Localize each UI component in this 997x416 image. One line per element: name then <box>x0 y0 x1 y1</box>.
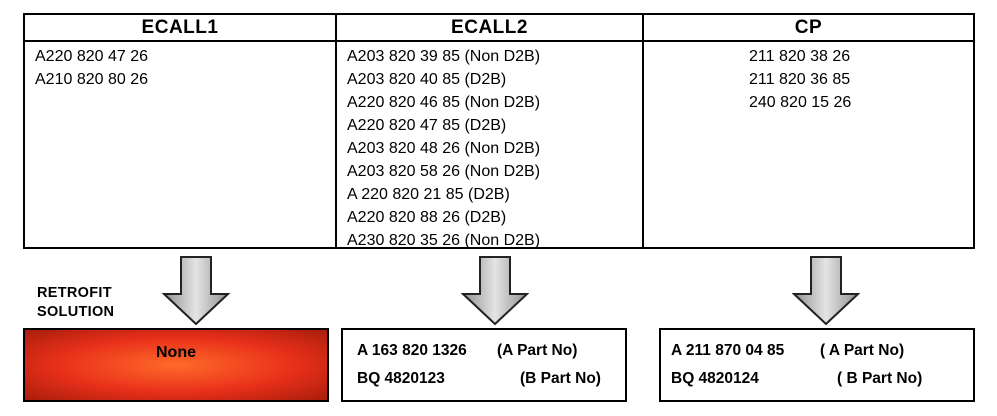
solution-part-a: A 163 820 1326 <box>357 342 467 359</box>
part-number: A220 820 47 26 <box>35 48 148 65</box>
column-header-ecall1: ECALL1 <box>25 15 335 42</box>
down-arrow-icon <box>792 256 860 326</box>
part-number: 240 820 15 26 <box>749 94 852 111</box>
column-body-ecall2: A203 820 39 85 (Non D2B) A203 820 40 85 … <box>337 42 642 252</box>
part-number: 211 820 38 26 <box>749 48 851 65</box>
solution-part-a-type: ( A Part No) <box>820 342 905 359</box>
part-number: A220 820 88 26 (D2B) <box>347 209 507 226</box>
part-number-table: ECALL1 A220 820 47 26 A210 820 80 26 ECA… <box>23 13 975 249</box>
part-number: A203 820 48 26 (Non D2B) <box>347 140 541 157</box>
part-number: A203 820 39 85 (Non D2B) <box>347 48 541 65</box>
column-body-ecall1: A220 820 47 26 A210 820 80 26 <box>25 42 335 91</box>
part-number: 211 820 36 85 <box>749 71 851 88</box>
solution-part-b-type: ( B Part No) <box>837 370 923 387</box>
part-number: A230 820 35 26 (Non D2B) <box>347 232 541 249</box>
part-number: A210 820 80 26 <box>35 71 148 88</box>
solution-part-b: BQ 4820123 <box>357 370 445 387</box>
solution-part-b-type: (B Part No) <box>520 370 601 387</box>
part-number: A203 820 40 85 (D2B) <box>347 71 507 88</box>
solution-part-a-type: (A Part No) <box>497 342 578 359</box>
column-header-ecall2: ECALL2 <box>337 15 642 42</box>
solution-box-ecall2: A 163 820 1326 (A Part No) BQ 4820123 (B… <box>341 328 627 402</box>
solution-part-a: A 211 870 04 85 <box>671 342 785 359</box>
retrofit-solution-label: RETROFIT SOLUTION <box>37 285 115 320</box>
column-body-cp: 211 820 38 26 211 820 36 85 240 820 15 2… <box>644 42 973 114</box>
column-header-cp: CP <box>644 15 973 42</box>
column-ecall1: ECALL1 A220 820 47 26 A210 820 80 26 <box>25 15 335 247</box>
solution-box-cp: A 211 870 04 85 ( A Part No) BQ 4820124 … <box>659 328 975 402</box>
down-arrow-icon <box>461 256 529 326</box>
part-number: A 220 820 21 85 (D2B) <box>347 186 510 203</box>
column-ecall2: ECALL2 A203 820 39 85 (Non D2B) A203 820… <box>335 15 642 249</box>
solution-part-b: BQ 4820124 <box>671 370 759 387</box>
solution-text: None <box>156 344 196 361</box>
column-cp: CP 211 820 38 26 211 820 36 85 240 820 1… <box>642 15 973 247</box>
part-number: A203 820 58 26 (Non D2B) <box>347 163 541 180</box>
down-arrow-icon <box>162 256 230 326</box>
part-number: A220 820 46 85 (Non D2B) <box>347 94 541 111</box>
solution-box-ecall1: None <box>23 328 329 402</box>
part-number: A220 820 47 85 (D2B) <box>347 117 507 134</box>
